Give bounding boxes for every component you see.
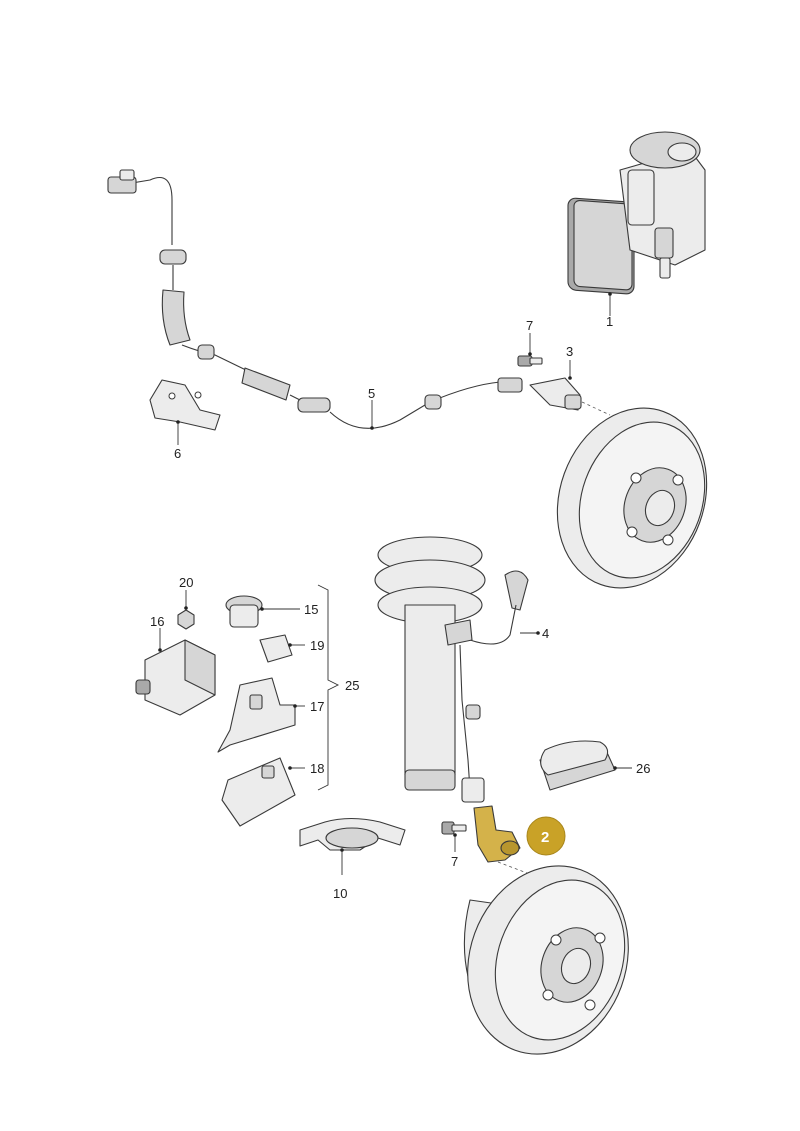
callout-10: 10	[333, 886, 347, 901]
highlight-badge-2[interactable]: 2	[526, 816, 566, 856]
part-16-housing[interactable]	[135, 628, 216, 716]
callout-26: 26	[636, 761, 650, 776]
brake-disc-bottom	[463, 865, 629, 1055]
callout-20: 20	[179, 575, 193, 590]
part-2-speed-sensor[interactable]	[473, 805, 541, 879]
part-26-cover[interactable]	[539, 740, 632, 791]
callout-18: 18	[310, 761, 324, 776]
callout-5: 5	[368, 386, 375, 401]
part-20-nut[interactable]	[177, 590, 195, 630]
callout-15: 15	[304, 602, 318, 617]
callout-16: 16	[150, 614, 164, 629]
callout-7b: 7	[451, 854, 458, 869]
callout-6: 6	[174, 446, 181, 461]
part-18-bracket[interactable]	[221, 757, 305, 827]
callout-19: 19	[310, 638, 324, 653]
callout-3: 3	[566, 344, 573, 359]
part-3-speed-sensor[interactable]	[497, 360, 611, 416]
callout-17: 17	[310, 699, 324, 714]
part-19-clip[interactable]	[259, 634, 305, 663]
part-15-grommet[interactable]	[225, 595, 300, 628]
part-10-clamp[interactable]	[299, 817, 406, 876]
part-6-bracket[interactable]	[149, 379, 221, 445]
callout-1: 1	[606, 314, 613, 329]
callout-4: 4	[542, 626, 549, 641]
group-25-brace	[317, 584, 340, 791]
part-17-holder[interactable]	[217, 677, 305, 753]
suspension-strut	[374, 536, 486, 791]
part-7-bolt-bottom[interactable]	[441, 821, 467, 852]
part-5-wiring-harness[interactable]	[107, 169, 501, 430]
callout-25: 25	[345, 678, 359, 693]
brake-disc-top	[556, 407, 708, 589]
highlight-badge-label: 2	[541, 829, 549, 846]
part-1-control-unit[interactable]	[567, 131, 706, 316]
part-4-sensor-wire[interactable]	[444, 570, 540, 803]
callout-7a: 7	[526, 318, 533, 333]
part-7-bolt-top[interactable]	[517, 333, 543, 367]
